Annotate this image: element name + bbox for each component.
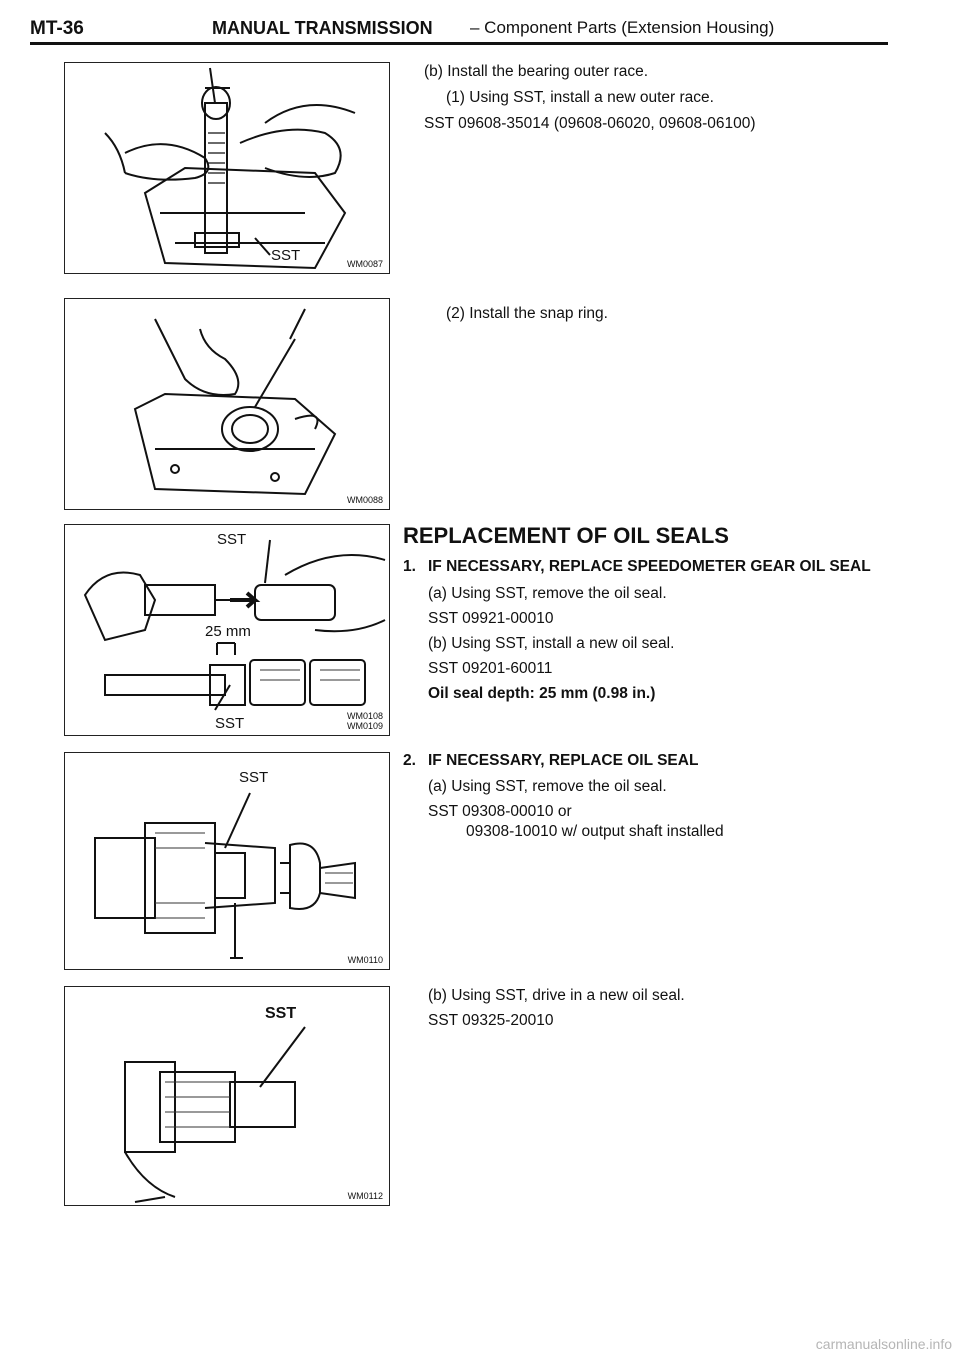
step-2a: (a) Using SST, remove the oil seal.	[428, 778, 667, 795]
figure-code: WM0110	[347, 955, 383, 965]
illustration-snap-ring	[133, 308, 337, 496]
watermark: carmanualsonline.info	[815, 1336, 952, 1352]
step-2b-sst: SST 09325-20010	[428, 1012, 554, 1029]
step-b-install-race: (b) Install the bearing outer race.	[424, 63, 649, 80]
step-2-number: 2.	[403, 752, 416, 769]
illustration-hammer-sst	[104, 67, 356, 270]
figure-label-sst-bottom: SST	[215, 715, 245, 732]
page-header: MT-36 MANUAL TRANSMISSION – Component Pa…	[30, 18, 888, 45]
section-heading: REPLACEMENT OF OIL SEALS	[403, 523, 729, 548]
step-b2-snap-ring: (2) Install the snap ring.	[446, 305, 608, 322]
step-1b: (b) Using SST, install a new oil seal.	[428, 635, 675, 652]
step-1-title: IF NECESSARY, REPLACE SPEEDOMETER GEAR O…	[428, 558, 871, 575]
figure-bearing-race-install: SST WM0087	[64, 62, 390, 274]
illustration-seal-installer	[124, 1026, 306, 1203]
step-2-title: IF NECESSARY, REPLACE OIL SEAL	[428, 752, 699, 769]
step-1a: (a) Using SST, remove the oil seal.	[428, 585, 667, 602]
step-2b: (b) Using SST, drive in a new oil seal.	[428, 987, 685, 1004]
sst-number-race: SST 09608-35014 (09608-06020, 09608-0610…	[424, 115, 756, 132]
illustration-seal-remover	[94, 792, 356, 959]
figure-oil-seal-drive-in: SST WM0112	[64, 986, 390, 1206]
figure-label-sst: SST	[265, 1005, 297, 1022]
figure-code: WM0112	[347, 1191, 383, 1201]
oil-seal-depth: Oil seal depth: 25 mm (0.98 in.)	[428, 685, 656, 702]
figure-speedometer-seal: SST 25 mm SST WM0108 WM0109	[64, 524, 390, 736]
figure-code: WM0108 WM0109	[346, 711, 383, 731]
figure-snap-ring-install: WM0088	[64, 298, 390, 510]
step-1a-sst: SST 09921-00010	[428, 610, 554, 627]
page-number: MT-36	[30, 18, 84, 39]
step-1-number: 1.	[403, 558, 416, 575]
figure-label-sst: SST	[239, 769, 269, 786]
figure-label-sst-top: SST	[217, 531, 247, 548]
figure-oil-seal-remove: SST WM0110	[64, 752, 390, 970]
step-b1-using-sst: (1) Using SST, install a new outer race.	[446, 89, 714, 106]
figure-code: WM0087	[346, 259, 383, 269]
illustration-seal-puller	[83, 539, 386, 711]
step-1b-sst: SST 09201-60011	[428, 660, 553, 677]
figure-label-depth: 25 mm	[205, 623, 251, 640]
section-subtitle: – Component Parts (Extension Housing)	[470, 18, 775, 37]
figure-label-sst: SST	[271, 247, 301, 264]
step-2a-sst: SST 09308-00010 or	[428, 803, 572, 820]
section-title: MANUAL TRANSMISSION	[212, 18, 433, 38]
figure-code: WM0088	[346, 495, 383, 505]
step-2a-sst-alt: 09308-10010 w/ output shaft installed	[466, 823, 724, 840]
